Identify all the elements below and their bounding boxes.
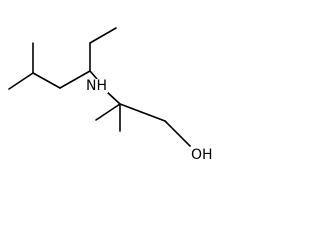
chemical-structure: NH OH [0, 0, 220, 166]
bond-n-cq [106, 91, 121, 105]
bond-c3-n [89, 70, 98, 80]
bond-ch2-oh [164, 120, 191, 147]
bond-cq-ch2 [119, 103, 166, 122]
bond-cq-methyl-left [95, 103, 121, 121]
bond-ch3-ch2-left [8, 72, 34, 90]
hydroxyl-oh-label: OH [190, 147, 214, 163]
skeletal-formula [8, 27, 191, 147]
nitrogen-nh-label: NH [85, 78, 108, 94]
bond-ch2-ch3-top [89, 27, 117, 44]
bond-ch2-ch-left [32, 72, 61, 89]
bond-ch-ch2-mid [59, 70, 91, 89]
